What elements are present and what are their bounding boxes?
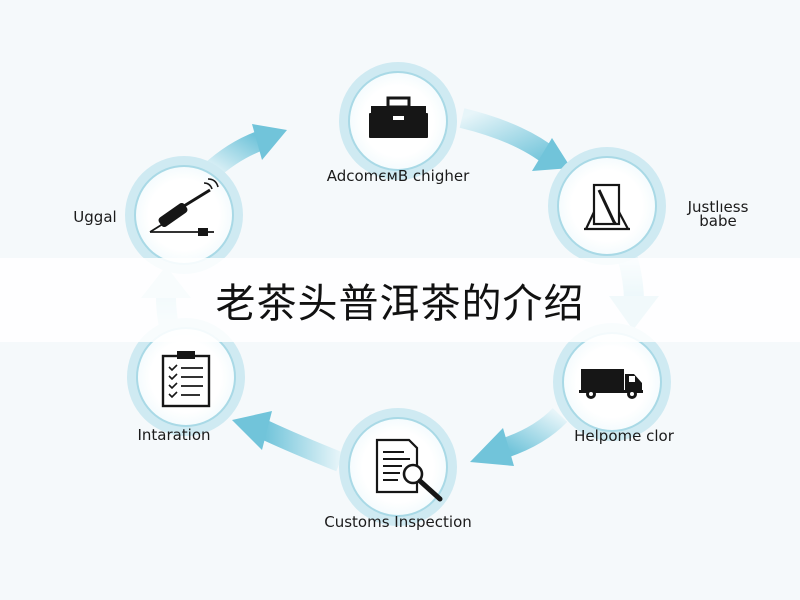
step-node-2	[548, 147, 666, 265]
page-title: 老茶头普洱茶的介绍	[215, 281, 585, 327]
clipboard-checklist-icon	[161, 351, 211, 408]
step-label-4: Customs Inspection	[324, 513, 472, 531]
step-label-2-line-2: babe	[699, 212, 736, 230]
tool-icon	[149, 178, 219, 236]
step-node-6	[125, 156, 243, 274]
step-label-6: Uggal	[73, 208, 116, 226]
toolbox-icon	[369, 96, 428, 138]
step-label-2-line-1: Justlıess	[687, 198, 749, 216]
frame-icon	[584, 183, 630, 231]
step-node-5	[127, 318, 245, 436]
arrow-1-to-2	[459, 108, 571, 171]
step-label-5: Intaration	[137, 426, 210, 444]
arrow-4-to-5	[232, 411, 344, 472]
title-banner: 老茶头普洱茶的介绍	[0, 258, 800, 342]
step-label-3: Helpome clor	[574, 427, 675, 445]
step-node-4	[339, 408, 457, 526]
step-node-1	[339, 62, 457, 180]
step-label-1: AdcomємB chigher	[327, 167, 470, 185]
document-magnifier-icon	[375, 438, 443, 502]
arrow-3-to-4	[470, 407, 568, 466]
delivery-truck-icon	[579, 369, 643, 399]
step-node-3	[553, 323, 671, 441]
arrow-6-to-1	[203, 124, 287, 180]
